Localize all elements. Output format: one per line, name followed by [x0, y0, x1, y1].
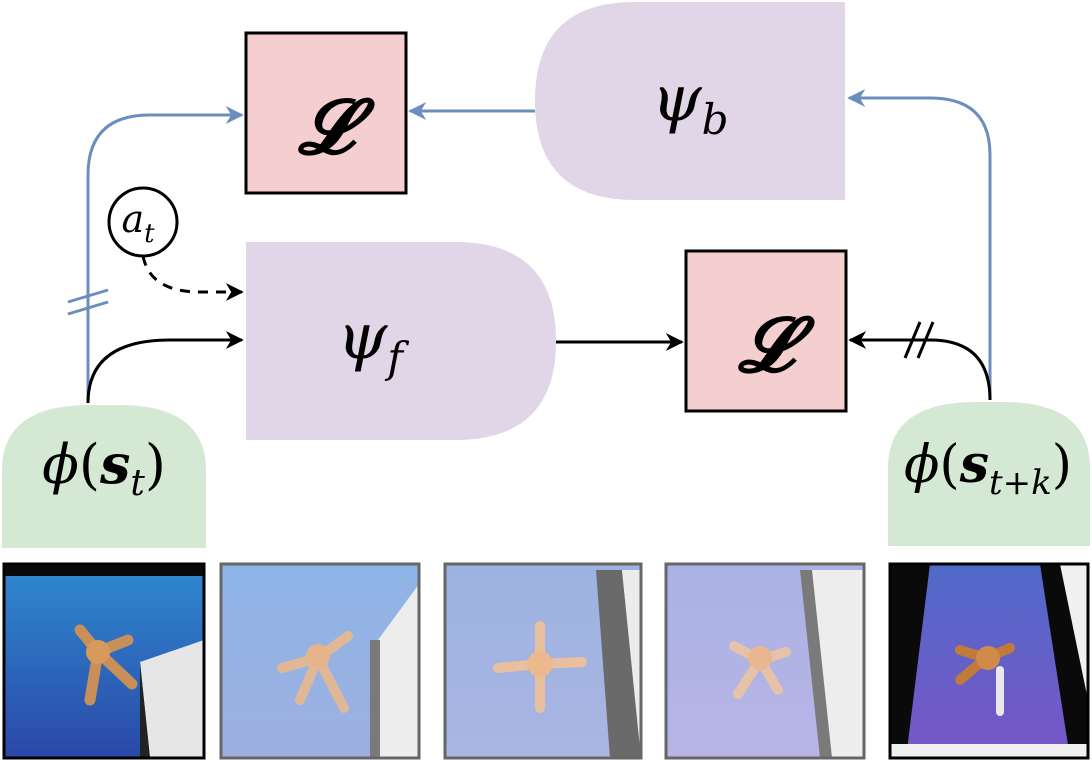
phi-stk-sub: t+k	[989, 463, 1052, 503]
arrow-phistk-to-loss	[848, 331, 992, 401]
svg-text:ϕ(st+k): ϕ(st+k)	[904, 434, 1072, 503]
phi-stk-phi: ϕ	[904, 435, 939, 495]
stopgrad-right-2	[916, 321, 935, 359]
phi-st-sub: t	[130, 463, 145, 504]
action-base: a	[121, 197, 144, 241]
stopgrad-right-1	[903, 321, 922, 359]
psi-b-sub: b	[702, 95, 729, 144]
arrow-phistk-to-psib	[847, 89, 992, 400]
arrow-action-to-psif	[141, 255, 244, 301]
phi-stk-s: s	[959, 434, 989, 495]
psi-b-network: ψb	[535, 2, 845, 200]
frames-strip	[2, 562, 1090, 760]
loss-box-top: 𝓛	[244, 31, 408, 195]
svg-text:ψb: ψb	[651, 62, 728, 144]
phi-st-phi: ϕ	[42, 433, 79, 496]
svg-text:ϕ(st): ϕ(st)	[42, 432, 166, 504]
frame-3	[443, 562, 643, 760]
embedding-phi-st: ϕ(st)	[2, 405, 206, 548]
psi-f-network: ψf	[246, 242, 556, 440]
loss-box-mid: 𝓛	[684, 249, 848, 413]
svg-text:ψf: ψf	[337, 300, 409, 382]
frame-4	[664, 562, 866, 760]
arrows	[67, 89, 992, 404]
frame-5	[888, 562, 1090, 760]
psi-f-base: ψ	[337, 300, 388, 374]
embedding-phi-stk: ϕ(st+k)	[888, 402, 1090, 546]
svg-text:at: at	[121, 197, 155, 249]
arrow-phist-to-loss	[86, 106, 244, 403]
action-node: at	[107, 186, 179, 258]
psi-b-base: ψ	[651, 62, 702, 136]
action-sub: t	[144, 219, 155, 249]
frame-2	[219, 562, 421, 760]
phi-st-s: s	[99, 432, 130, 496]
stopgrad-left-1	[67, 288, 109, 304]
stopgrad-left-2	[67, 300, 109, 316]
arrow-phist-to-psif	[86, 331, 244, 404]
frame-1	[2, 562, 206, 760]
